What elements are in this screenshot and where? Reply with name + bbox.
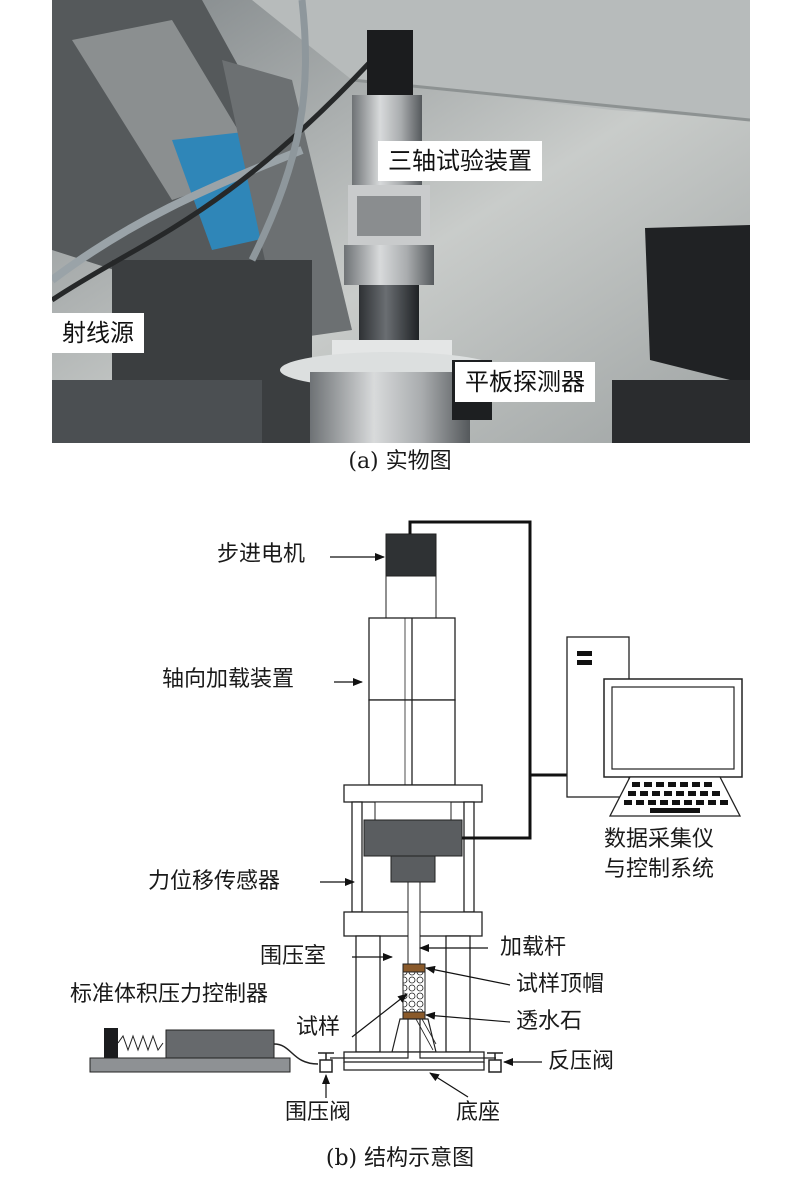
- confining-chamber-label: 围压室: [260, 944, 327, 969]
- confining-valve-label: 围压阀: [285, 1100, 352, 1125]
- porous-stone: [402, 1011, 426, 1020]
- sensor-upper-plate: [374, 801, 452, 821]
- porous-stone-label: 透水石: [516, 1009, 583, 1034]
- photo-panel: [52, 0, 750, 443]
- lab-photo-illustration: [52, 0, 750, 443]
- flat-detector-label: 平板探测器: [455, 362, 595, 402]
- specimen-label: 试样: [296, 1015, 341, 1040]
- motor-signal-cable: [408, 520, 572, 777]
- confining-valve: [318, 1052, 334, 1073]
- caption-a: (a) 实物图: [348, 449, 452, 474]
- caption-b: (b) 结构示意图: [325, 1146, 475, 1171]
- pedestal: [391, 1018, 437, 1053]
- leader-arrows: [320, 553, 542, 1098]
- specimen: [402, 971, 426, 1013]
- daq-label-line1: 数据采集仪: [604, 827, 715, 852]
- data-acquisition-computer: [566, 636, 743, 817]
- stepper-motor-block: [385, 533, 437, 577]
- daq-label-line2: 与控制系统: [604, 857, 715, 882]
- loading-rod: [407, 881, 421, 965]
- sensor-signal-cable: [462, 775, 532, 840]
- base: [343, 1051, 485, 1063]
- confining-chamber: [355, 935, 471, 1053]
- stepper-motor-label: 步进电机: [217, 542, 306, 567]
- back-pressure-valve-label: 反压阀: [548, 1049, 615, 1074]
- volume-pressure-controller-label: 标准体积压力控制器: [70, 982, 269, 1007]
- triaxial-device-label: 三轴试验装置: [378, 141, 542, 181]
- sensor-lower-block: [390, 855, 436, 883]
- volume-pressure-controller: [89, 1028, 319, 1073]
- base-label: 底座: [456, 1100, 501, 1125]
- loading-rod-label: 加载杆: [500, 935, 567, 960]
- ray-source-label: 射线源: [52, 313, 144, 353]
- force-displacement-sensor: [363, 819, 463, 857]
- axial-loading-label: 轴向加载装置: [162, 667, 295, 692]
- back-pressure-valve: [487, 1052, 503, 1073]
- specimen-cap-label: 试样顶帽: [516, 972, 605, 997]
- upper-platen: [343, 784, 483, 803]
- specimen-cap: [402, 963, 426, 973]
- force-displacement-sensor-label: 力位移传感器: [148, 869, 281, 894]
- motor-coupling: [385, 575, 437, 619]
- axial-loading-device: [368, 617, 456, 786]
